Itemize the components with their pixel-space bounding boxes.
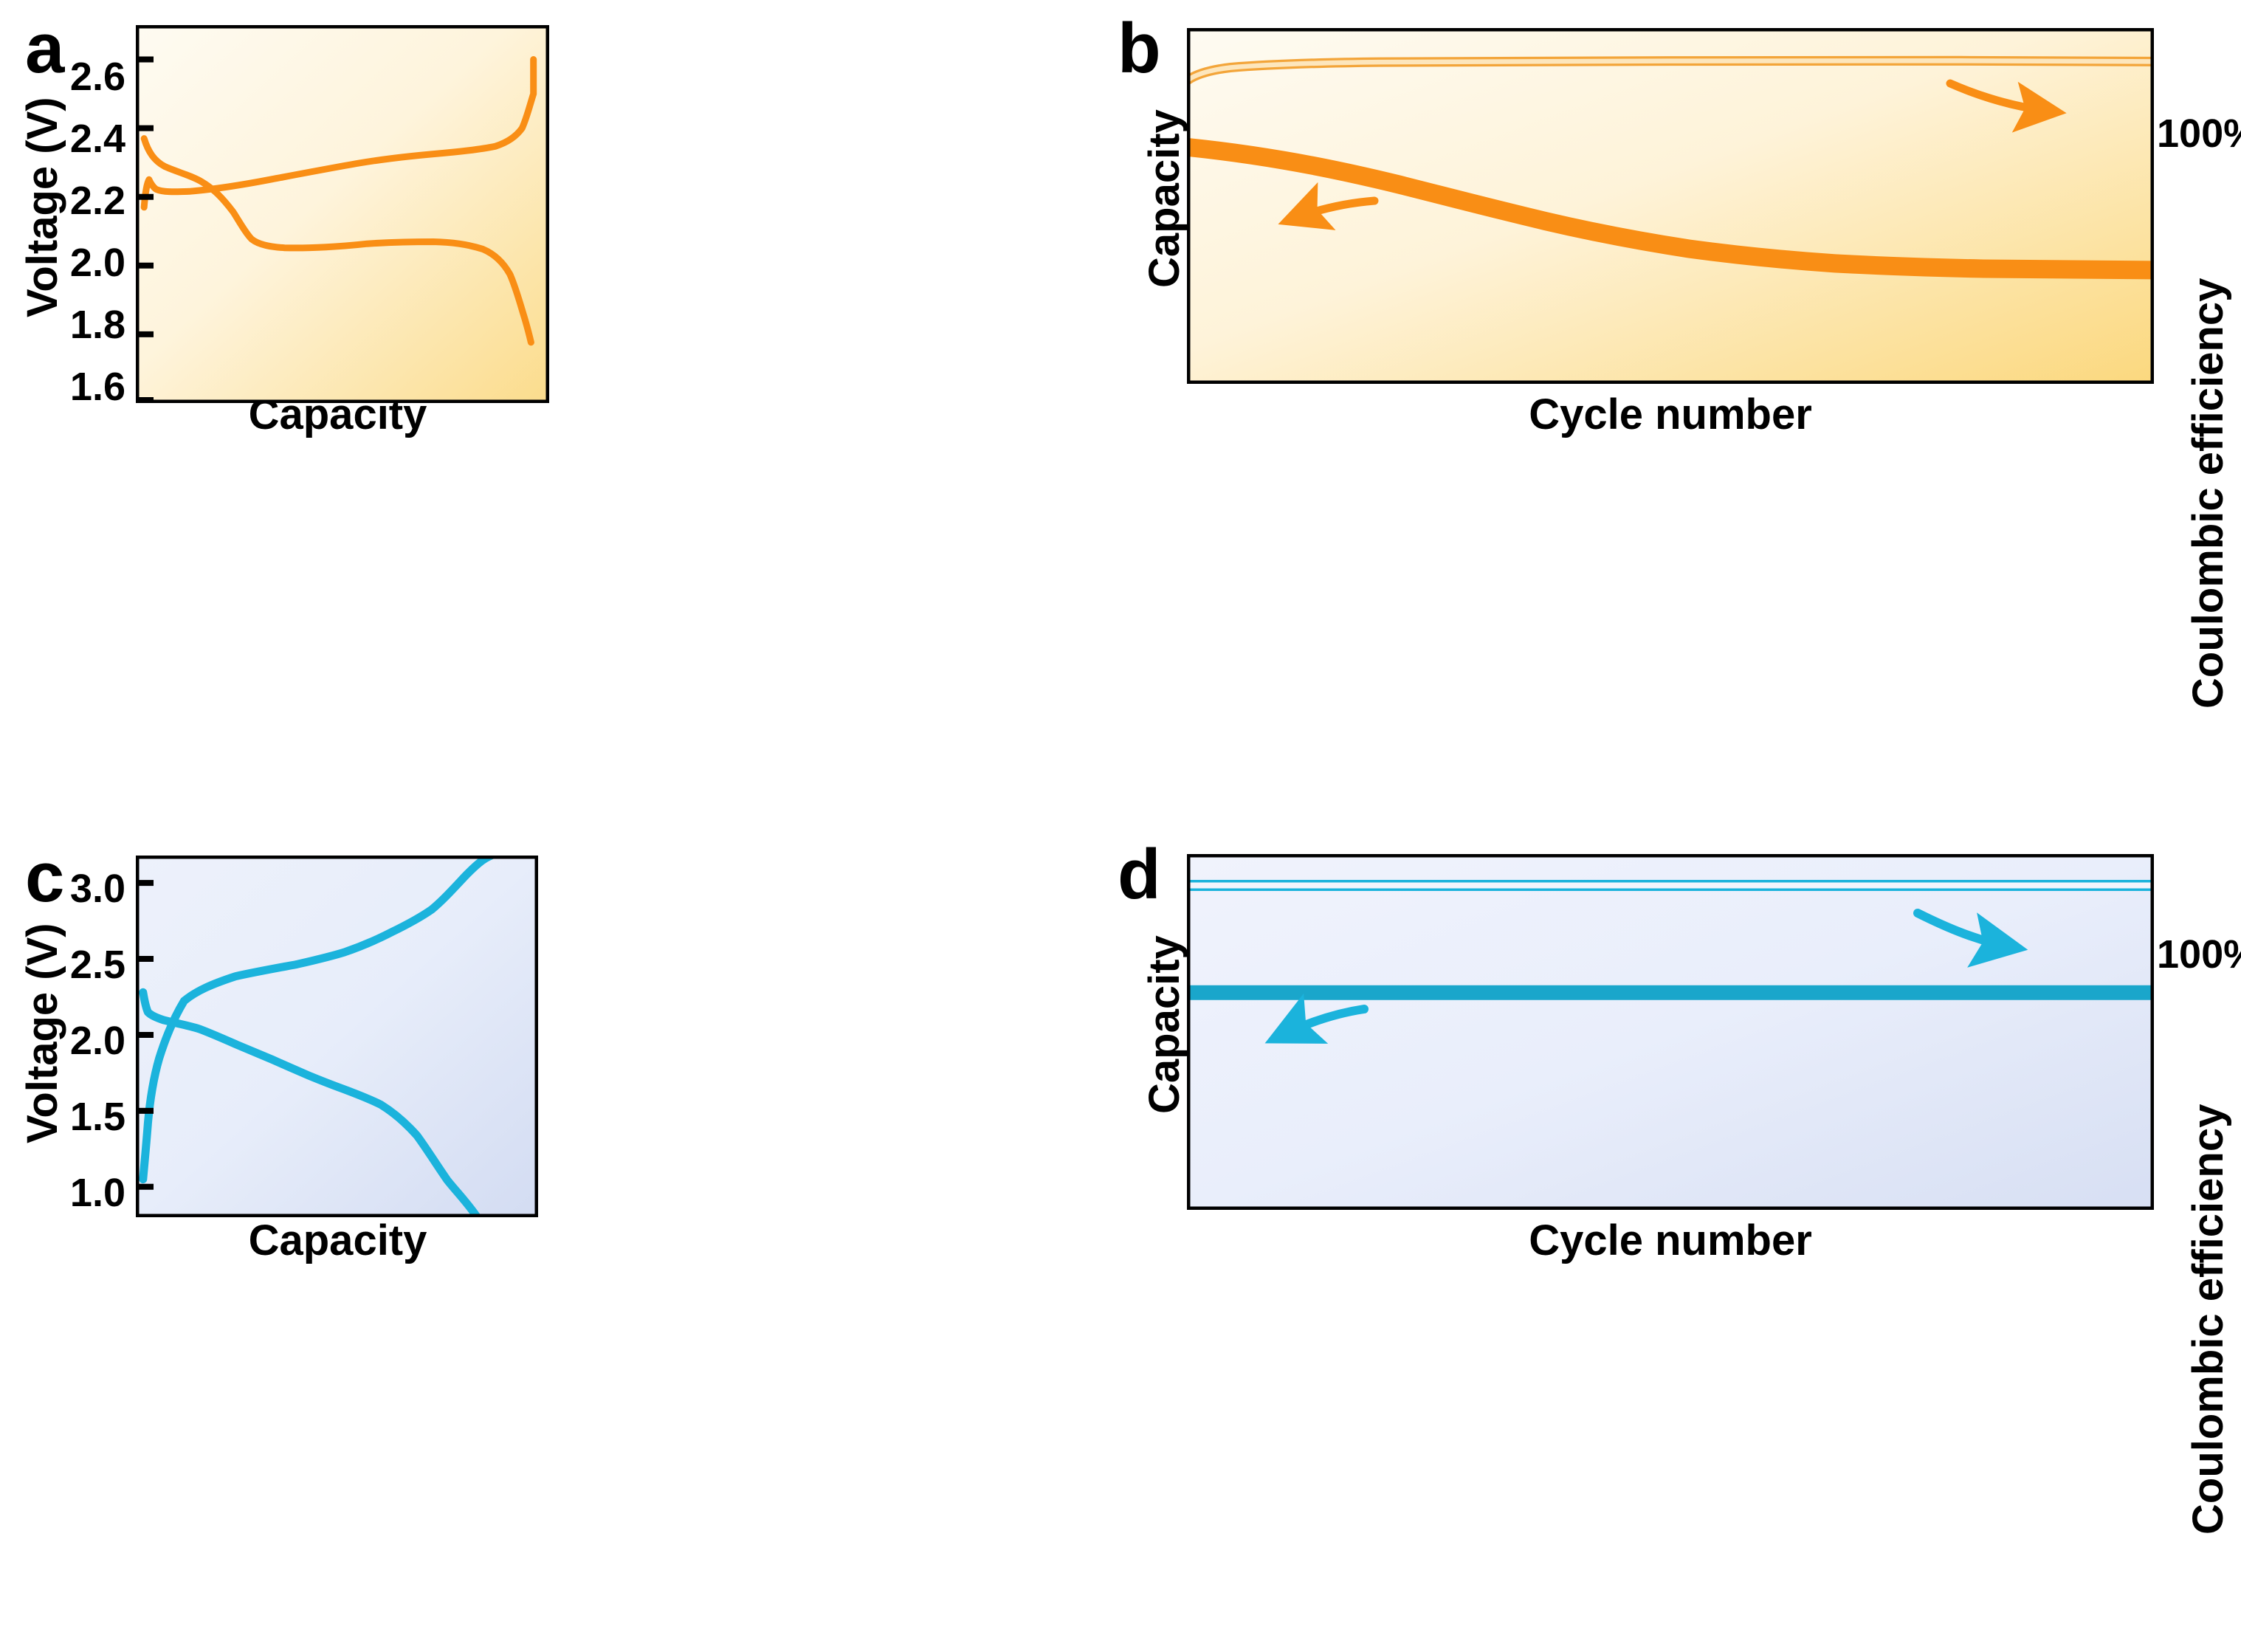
panel-b-ylabel: Capacity xyxy=(1140,109,1188,288)
panel-a: a 2.6 2.4 2.2 2.0 1.8 1.6 Voltage (V) Ca… xyxy=(0,0,1120,826)
panel-b-capacity-series xyxy=(1187,138,2154,280)
panel-a-ytick-3: 2.0 xyxy=(69,241,125,285)
panel-b-right-arrow xyxy=(1946,79,2067,133)
panel-c-ytick-0: 3.0 xyxy=(69,867,125,911)
panel-a-plot-bg xyxy=(136,25,549,403)
panel-a-plot xyxy=(136,25,549,403)
panel-b-left-arrow xyxy=(1278,182,1379,230)
panel-d-xlabel: Cycle number xyxy=(1529,1216,1812,1264)
panel-d-left-arrow xyxy=(1264,993,1369,1044)
panel-d-letter: d xyxy=(1118,835,1161,914)
panel-c-ytick-3: 1.5 xyxy=(69,1095,125,1139)
panel-d-plot-bg xyxy=(1187,854,2154,1210)
panel-c-plot xyxy=(136,856,538,1217)
panel-b-plot xyxy=(1187,28,2154,384)
panel-d-plot xyxy=(1187,854,2154,1210)
panel-c: c 3.0 2.5 2.0 1.5 1.0 Voltage (V) Capaci… xyxy=(0,826,1120,1652)
panel-b-efficiency-series xyxy=(1187,55,2154,85)
panel-c-ylabel: Voltage (V) xyxy=(18,923,66,1143)
panel-c-ytick-2: 2.0 xyxy=(69,1019,125,1063)
panel-a-ytick-1: 2.4 xyxy=(69,117,125,161)
panel-b: b Capacity Coulombic efficiency Cycle nu… xyxy=(1118,0,2241,826)
panel-d-ylabel-right: Coulombic efficiency xyxy=(2184,1104,2232,1535)
panel-c-xlabel: Capacity xyxy=(248,1216,427,1264)
panel-d-right-arrow xyxy=(1913,909,2028,968)
panel-a-ytick-2: 2.2 xyxy=(69,179,125,223)
panel-a-ylabel: Voltage (V) xyxy=(18,97,66,317)
panel-b-xlabel: Cycle number xyxy=(1529,390,1812,438)
panel-b-ylabel-right: Coulombic efficiency xyxy=(2184,278,2232,709)
panel-d-efficiency-label: 100% xyxy=(2157,932,2241,977)
panel-a-ytick-5: 1.6 xyxy=(69,365,125,409)
panel-d: d Capacity Coulombic efficiency Cycle nu… xyxy=(1118,826,2241,1652)
panel-d-ylabel: Capacity xyxy=(1140,935,1188,1114)
panel-a-ytick-0: 2.6 xyxy=(69,55,125,99)
panel-c-plot-bg xyxy=(136,856,538,1217)
panel-c-ytick-4: 1.0 xyxy=(69,1171,125,1215)
panel-b-letter: b xyxy=(1118,9,1161,88)
panel-c-ytick-1: 2.5 xyxy=(69,943,125,987)
panel-a-ytick-4: 1.8 xyxy=(69,303,125,347)
panel-b-efficiency-label: 100% xyxy=(2157,111,2241,156)
panel-a-letter: a xyxy=(25,9,65,88)
panel-c-letter: c xyxy=(25,838,65,917)
